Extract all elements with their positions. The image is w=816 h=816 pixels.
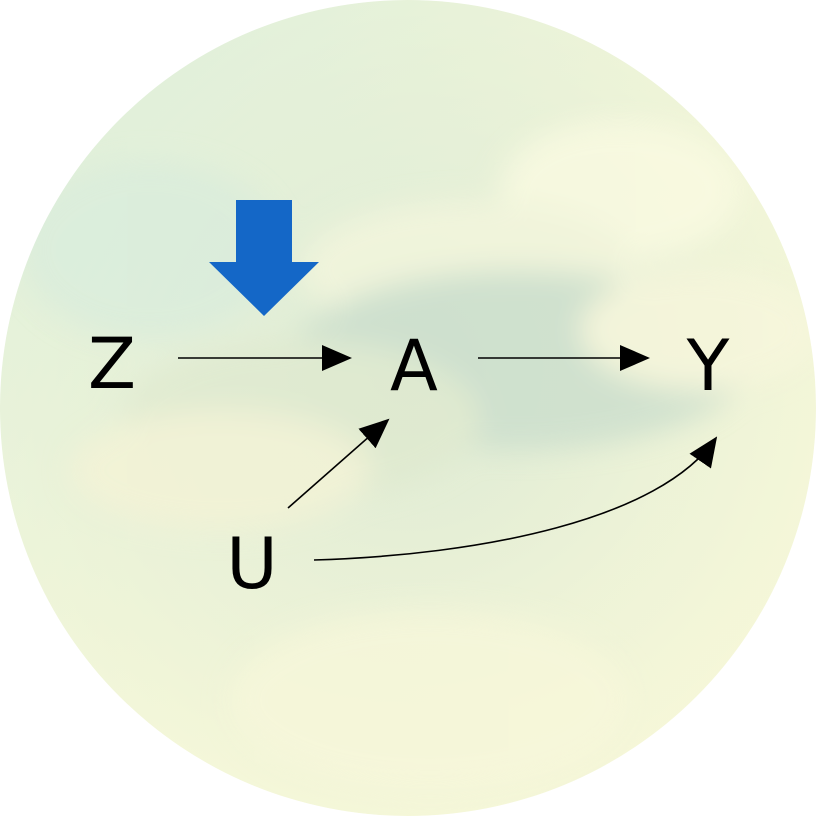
node-a: A — [390, 325, 438, 407]
node-y: Y — [686, 325, 730, 407]
edge-u-to-y — [313, 436, 718, 561]
edge-u-to-a — [287, 418, 390, 509]
node-z: Z — [88, 323, 136, 405]
down-arrow-icon — [209, 200, 319, 316]
node-u: U — [226, 523, 277, 605]
